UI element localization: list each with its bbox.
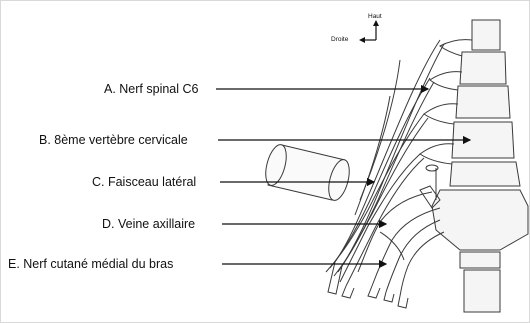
orientation-up-label: Haut [368, 13, 382, 21]
nerve-end-2 [342, 286, 354, 298]
vertebra-2 [460, 52, 506, 84]
nerve-end-4 [384, 292, 394, 302]
label-e-nerf-cutane-medial: E. Nerf cutané médial du bras [8, 257, 173, 271]
label-a-nerf-spinal-c6: A. Nerf spinal C6 [104, 82, 198, 96]
artery-wall-2 [400, 232, 444, 296]
orientation-indicator [359, 20, 379, 43]
vertebral-column [432, 20, 528, 312]
vertebra-8 [464, 270, 500, 312]
right-arrow-head [359, 37, 365, 43]
orientation-right-label: Droite [331, 36, 348, 44]
nerve-root-1b [342, 44, 444, 266]
vertebra-1 [472, 20, 500, 50]
process-4 [420, 144, 454, 164]
label-c-faisceau-lateral: C. Faisceau latéral [92, 175, 196, 189]
detached-vessel-segment [262, 142, 353, 202]
vein-wall-1 [358, 192, 432, 272]
process-3 [424, 104, 458, 124]
vertebra-7 [460, 252, 500, 268]
process-2 [430, 72, 462, 90]
vertebra-5 [450, 162, 520, 186]
label-d-veine-axillaire: D. Veine axillaire [102, 217, 195, 231]
nerve-end-3 [368, 286, 380, 298]
nerve-end-5 [398, 296, 408, 308]
nerve-root-2b [338, 82, 434, 272]
label-b-vertebre-cervicale: B. 8ème vertèbre cervicale [39, 133, 188, 147]
vertebra-6 [432, 190, 528, 250]
vertebra-3 [456, 86, 510, 118]
nerve-branch-1 [360, 60, 400, 200]
